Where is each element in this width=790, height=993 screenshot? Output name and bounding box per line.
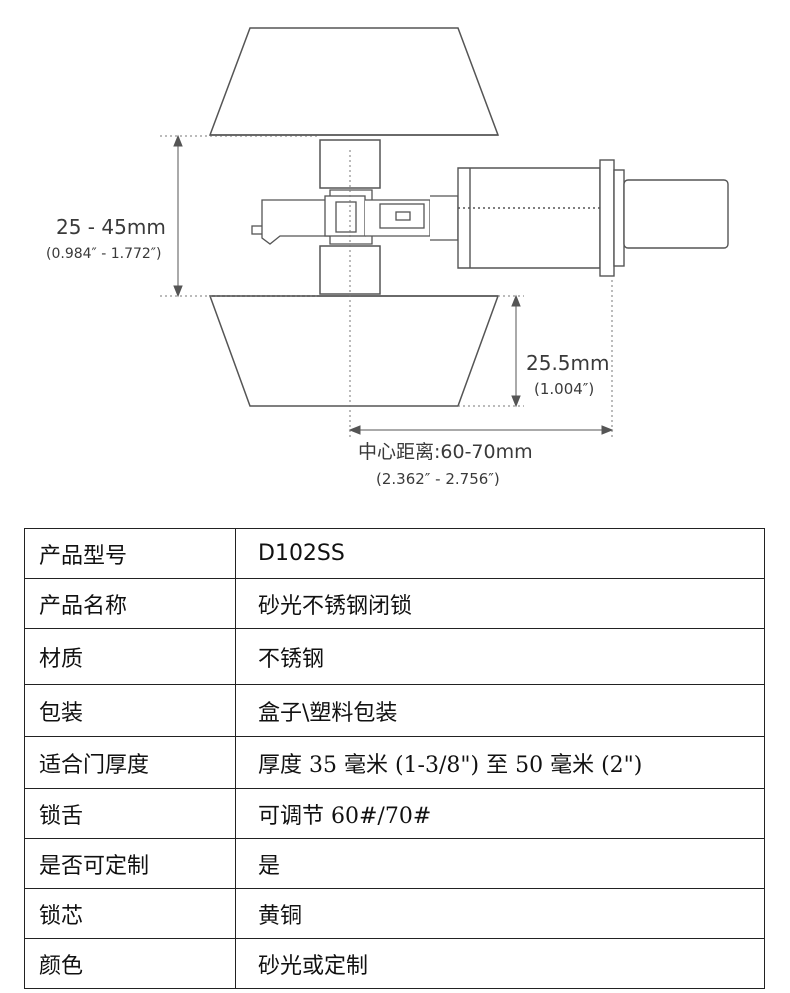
spec-key: 是否可定制 [24,838,236,889]
table-row: 包装 盒子\塑料包装 [24,684,765,737]
table-row: 材质 不锈钢 [24,628,765,685]
outer-knob [208,27,500,136]
spec-key: 锁芯 [24,888,236,939]
table-row: 产品名称 砂光不锈钢闭锁 [24,578,765,629]
spec-key: 材质 [24,628,236,685]
table-row: 是否可定制 是 [24,838,765,889]
latch-body [457,159,729,277]
table-row: 锁芯 黄铜 [24,888,765,939]
table-row: 锁舌 可调节 60#/70# [24,788,765,839]
table-row: 颜色 砂光或定制 [24,938,765,989]
table-row: 适合门厚度 厚度 35 毫米 (1-3/8") 至 50 毫米 (2") [24,736,765,789]
spec-key: 产品名称 [24,578,236,629]
thickness-dimension-label: 25 - 45mm [56,215,166,239]
spec-key: 适合门厚度 [24,736,236,789]
lock-dimension-diagram: 25 - 45mm (0.984″ - 1.772″) 25.5mm (1.00… [46,27,729,488]
spec-value: 不锈钢 [235,628,765,685]
spec-value: 黄铜 [235,888,765,939]
knob-dimension-inch: (1.004″) [534,380,594,398]
outer-neck [319,139,381,189]
spec-value: 厚度 35 毫米 (1-3/8") 至 50 毫米 (2") [235,736,765,789]
spec-value: D102SS [235,528,765,579]
spec-value: 盒子\塑料包装 [235,684,765,737]
backset-dimension-label: 中心距离:60-70mm [358,441,533,463]
spec-value: 可调节 60#/70# [235,788,765,839]
spec-value: 砂光不锈钢闭锁 [235,578,765,629]
backset-dimension-inch: (2.362″ - 2.756″) [376,470,500,488]
spec-value: 砂光或定制 [235,938,765,989]
thickness-dimension-inch: (0.984″ - 1.772″) [46,246,162,262]
spec-key: 颜色 [24,938,236,989]
spec-table: 产品型号 D102SS 产品名称 砂光不锈钢闭锁 材质 不锈钢 包装 盒子\塑料… [24,528,765,989]
knob-dimension-label: 25.5mm [526,351,610,375]
spec-key: 包装 [24,684,236,737]
spec-key: 锁舌 [24,788,236,839]
spec-value: 是 [235,838,765,889]
latch-mechanism [251,189,459,245]
table-row: 产品型号 D102SS [24,528,765,579]
inner-knob [208,295,500,407]
spec-key: 产品型号 [24,528,236,579]
